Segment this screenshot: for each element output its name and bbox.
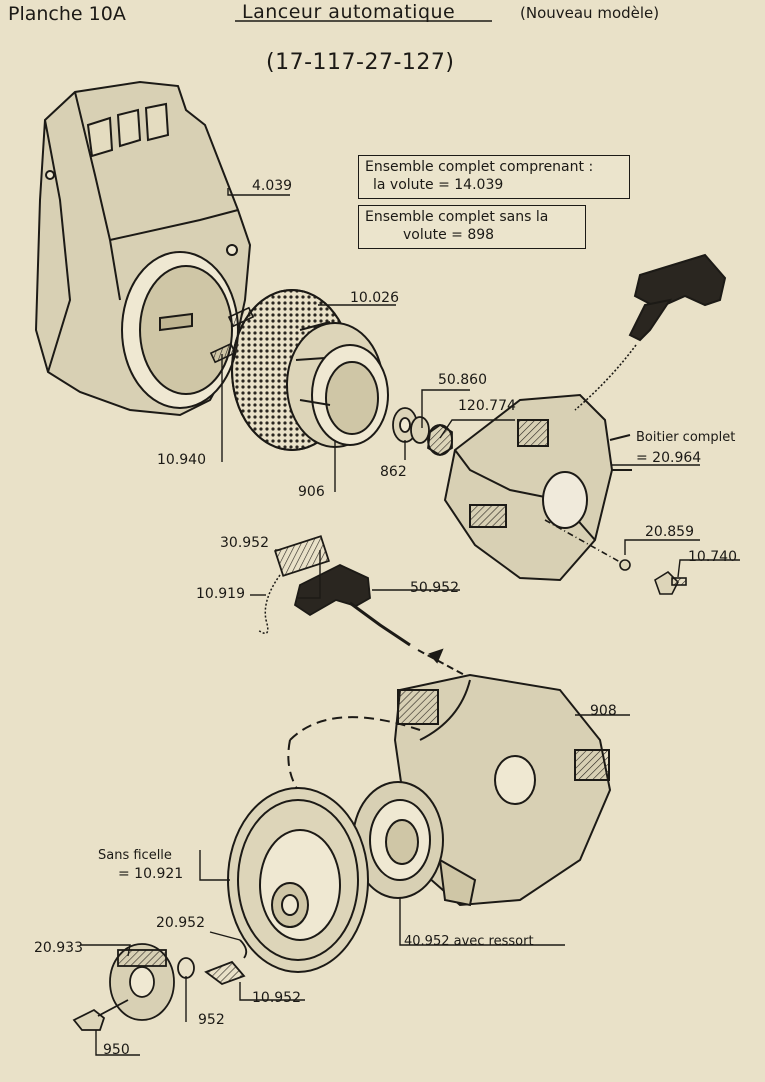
fan-wheel-drawing [231,289,389,451]
without-note-line1: Ensemble complet sans la [365,209,549,225]
leader-lines [80,188,740,1056]
label-10940: 10.940 [157,452,206,468]
model-note: (Nouveau modèle) [520,4,660,22]
small-parts-drawing [72,939,248,1031]
complete-note-line1: Ensemble complet comprenant : [365,159,594,175]
complete-note-line2: la volute = 14.039 [373,177,504,193]
label-sans-ficelle: Sans ficelle [98,848,172,863]
model-numbers: (17-117-27-127) [266,50,455,75]
screw-clip-drawing [544,519,687,595]
studs-drawing [209,306,255,364]
label-50860: 50.860 [438,372,487,388]
label-40952: 40.952 avec ressort [404,934,534,949]
fan-housing-drawing [34,80,252,417]
complete-assembly-note: Ensemble complet comprenant : la volute … [358,155,630,199]
pull-handle-drawing [574,253,727,411]
label-20933: 20.933 [34,940,83,956]
label-120774: 120.774 [458,398,516,414]
label-10919: 10.919 [196,586,245,602]
label-30952: 30.952 [220,535,269,551]
without-note-line2: volute = 898 [403,227,495,243]
label-4039: 4.039 [252,178,293,194]
label-boitier-ref: = 20.964 [636,450,702,466]
label-boitier-complet: Boitier complet [636,430,736,445]
page-title: Lanceur automatique [242,1,456,23]
handle-assembly-drawing [257,535,471,679]
label-50952: 50.952 [410,580,459,596]
label-10952: 10.952 [252,990,301,1006]
label-10921: = 10.921 [118,866,184,882]
label-10026: 10.026 [350,290,399,306]
label-20952: 20.952 [156,915,205,931]
starter-cover-drawing [287,673,612,907]
assembly-without-volute-note: Ensemble complet sans la volute = 898 [358,205,586,249]
label-10740: 10.740 [688,549,737,565]
label-908: 908 [590,703,617,719]
pulley-drawing [227,787,369,973]
plate-number: Planche 10A [8,3,126,25]
label-862: 862 [380,464,407,480]
label-950: 950 [103,1042,130,1058]
washers-nuts-drawing [392,407,453,457]
label-20859: 20.859 [645,524,694,540]
label-952: 952 [198,1012,225,1028]
label-906: 906 [298,484,325,500]
